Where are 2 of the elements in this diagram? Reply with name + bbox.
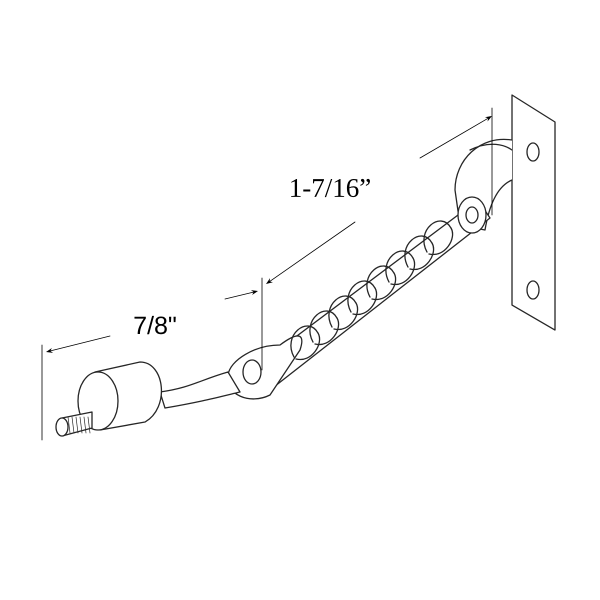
dimension-label: 7/8" [134, 316, 176, 334]
dimension-label: 1-7/16” [291, 178, 370, 198]
